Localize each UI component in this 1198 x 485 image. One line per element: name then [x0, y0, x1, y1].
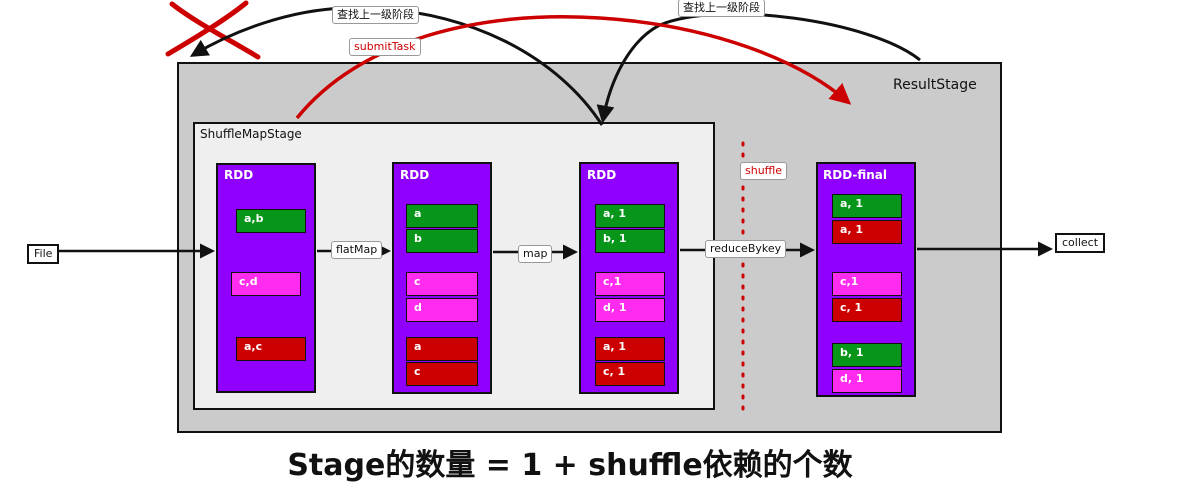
rdd-2-cell-6: c	[406, 362, 478, 386]
rdd-2-cell-5: a	[406, 337, 478, 361]
rdd-final-cell-5: b, 1	[832, 343, 902, 367]
rdd-final-cell-6: d, 1	[832, 369, 902, 393]
collect-action-box: collect	[1055, 233, 1106, 253]
rdd-3-cell-4: d, 1	[595, 298, 665, 322]
rdd-3-cell-1: a, 1	[595, 204, 665, 228]
shuffle-label: shuffle	[740, 162, 788, 180]
map-label: map	[518, 245, 553, 263]
rdd-1-cell-2: c,d	[231, 272, 301, 296]
rdd-1-cell-3: a,c	[236, 337, 306, 361]
red-x-cross-icon	[165, 0, 261, 60]
find-prev-stage-label-1: 查找上一级阶段	[332, 6, 419, 24]
submit-task-label: submitTask	[349, 38, 421, 56]
rdd-final-title: RDD-final	[823, 168, 888, 182]
rdd-final-cell-4: c, 1	[832, 298, 902, 322]
rdd-3-cell-5: a, 1	[595, 337, 665, 361]
rdd-final-cell-2: a, 1	[832, 220, 902, 244]
rdd-3-title: RDD	[587, 168, 617, 182]
caption: Stage的数量 = 1 + shuffle依赖的个数	[287, 448, 853, 483]
rdd-final-cell-3: c,1	[832, 272, 902, 296]
rdd-1-title: RDD	[224, 168, 254, 182]
rdd-1-cell-1: a,b	[236, 209, 306, 233]
find-prev-stage-label-2: 查找上一级阶段	[678, 0, 765, 17]
rdd-2-cell-1: a	[406, 204, 478, 228]
rdd-2-cell-2: b	[406, 229, 478, 253]
arrow-submit-task	[295, 14, 852, 120]
rdd-2-cell-4: d	[406, 298, 478, 322]
arrow-find-prev-stage-2	[596, 12, 921, 124]
rdd-3-cell-2: b, 1	[595, 229, 665, 253]
shuffle-map-stage-label: ShuffleMapStage	[200, 127, 302, 141]
result-stage-label: ResultStage	[893, 77, 977, 93]
rdd-3-cell-6: c, 1	[595, 362, 665, 386]
rdd-final-cell-1: a, 1	[832, 194, 902, 218]
rdd-2-title: RDD	[400, 168, 430, 182]
arrow-find-prev-stage-1	[189, 6, 604, 126]
rdd-3-cell-3: c,1	[595, 272, 665, 296]
reducebykey-label: reduceBykey	[705, 240, 787, 258]
rdd-2-cell-3: c	[406, 272, 478, 296]
file-source-box: File	[27, 244, 60, 264]
flatmap-label: flatMap	[331, 241, 383, 259]
